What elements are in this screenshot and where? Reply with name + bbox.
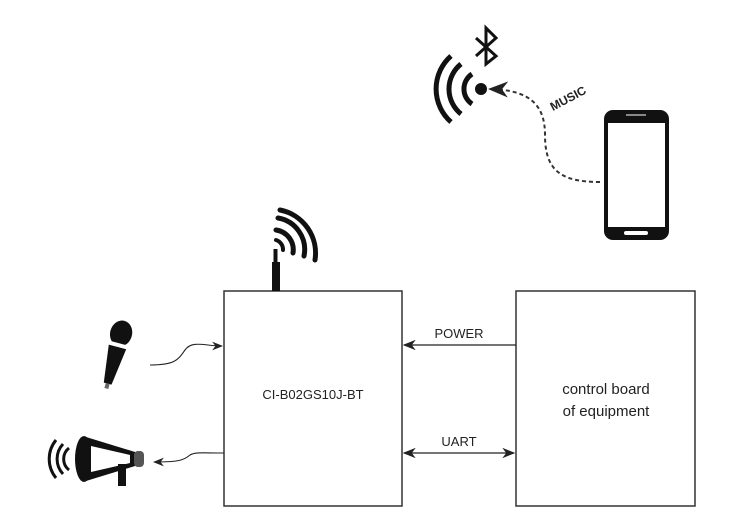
control-board-label-line1: control board <box>562 381 650 398</box>
music-dashed-link <box>488 81 601 183</box>
module-to-speaker-arrow <box>152 452 225 467</box>
microphone-icon <box>103 320 133 389</box>
bluetooth-icon <box>474 24 499 68</box>
power-label: POWER <box>434 326 483 341</box>
antenna-icon <box>272 207 319 291</box>
mic-to-module-arrow <box>149 341 224 366</box>
smartphone-icon <box>604 110 669 240</box>
wireless-signal-icon <box>433 54 487 124</box>
uart-label: UART <box>441 434 476 449</box>
module-label: CI-B02GS10J-BT <box>262 387 363 402</box>
megaphone-icon <box>47 436 144 486</box>
control-board-label-line2: of equipment <box>563 403 651 420</box>
module-box <box>223 290 403 507</box>
control-board-box <box>515 290 696 507</box>
music-label: MUSIC <box>548 83 589 114</box>
